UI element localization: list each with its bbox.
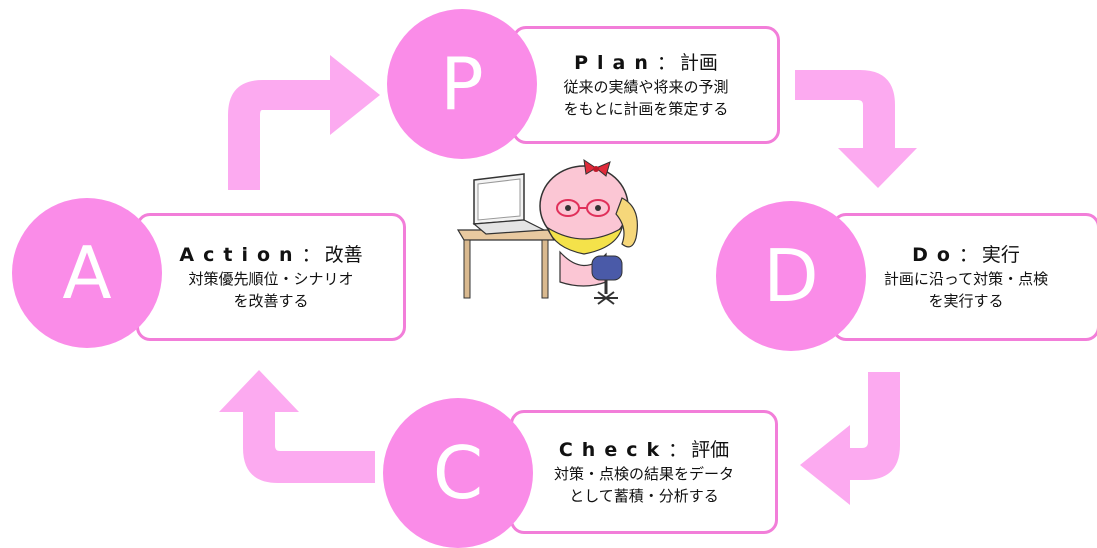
check-title: Check：評価 xyxy=(559,437,729,463)
do-title-jp: 実行 xyxy=(981,244,1020,266)
check-title-jp: 評価 xyxy=(691,439,730,461)
plan-desc-line2: をもとに計画を策定する xyxy=(563,100,729,118)
action-desc-line2: を改善する xyxy=(233,292,309,310)
check-title-sep: ： xyxy=(668,439,692,461)
check-circle: C xyxy=(383,398,533,548)
plan-title-jp: 計画 xyxy=(679,52,718,74)
action-box: Action：改善 対策優先順位・シナリオ を改善する xyxy=(136,213,406,341)
plan-title: Plan：計画 xyxy=(574,50,718,76)
do-circle: D xyxy=(716,201,866,351)
mascot-at-computer-icon xyxy=(456,158,638,305)
do-box: Do：実行 計画に沿って対策・点検 を実行する xyxy=(832,213,1097,341)
action-circle: A xyxy=(12,198,162,348)
arrow-plan-to-do xyxy=(795,70,917,188)
arrow-do-to-check xyxy=(800,372,900,505)
arrow-action-to-plan xyxy=(228,55,380,190)
action-title-en: Action xyxy=(179,244,302,266)
do-desc-line2: を実行する xyxy=(928,292,1004,310)
plan-box: Plan：計画 従来の実績や将来の予測 をもとに計画を策定する xyxy=(512,26,780,144)
action-title-sep: ： xyxy=(301,244,325,266)
check-title-en: Check xyxy=(558,439,669,461)
check-desc-line2: として蓄積・分析する xyxy=(569,487,719,505)
plan-desc-line1: 従来の実績や将来の予測 xyxy=(563,78,729,96)
do-desc-line1: 計画に沿って対策・点検 xyxy=(883,270,1049,288)
plan-circle: P xyxy=(387,9,537,159)
plan-title-en: Plan xyxy=(574,52,657,74)
do-title-en: Do xyxy=(912,244,959,266)
check-box: Check：評価 対策・点検の結果をデータ として蓄積・分析する xyxy=(510,410,778,534)
action-desc-line1: 対策優先順位・シナリオ xyxy=(188,270,354,288)
do-title: Do：実行 xyxy=(912,242,1020,268)
action-title: Action：改善 xyxy=(179,242,362,268)
plan-title-sep: ： xyxy=(656,52,680,74)
do-title-sep: ： xyxy=(958,244,982,266)
check-desc-line1: 対策・点検の結果をデータ xyxy=(553,465,734,483)
action-title-jp: 改善 xyxy=(324,244,363,266)
arrow-check-to-action xyxy=(219,370,375,483)
